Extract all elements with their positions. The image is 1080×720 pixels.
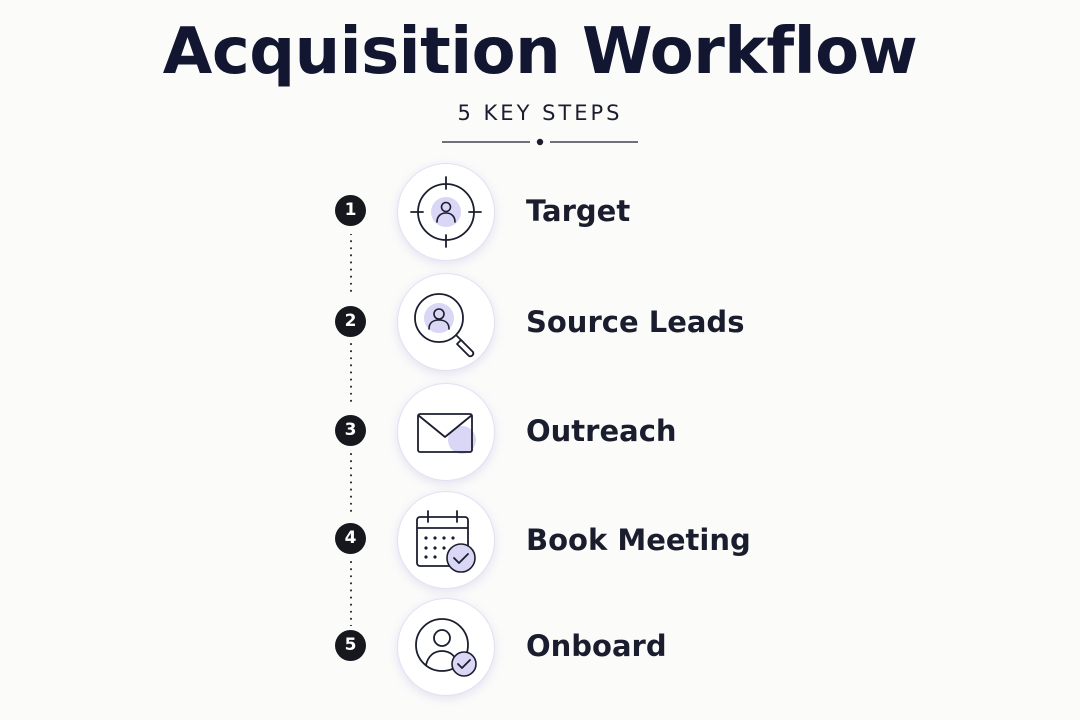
step-4: 4 Book Meeting [0, 491, 1080, 591]
title-divider [442, 138, 638, 146]
step-connector-dots [350, 234, 352, 626]
page-title: Acquisition Workflow [162, 15, 918, 89]
envelope-icon [397, 383, 495, 481]
step-number-badge: 1 [335, 195, 366, 226]
step-1: 1 Target [0, 163, 1080, 263]
step-label: Book Meeting [526, 523, 751, 557]
calendar-check-icon [397, 491, 495, 589]
step-label: Target [526, 194, 631, 228]
step-number-badge: 3 [335, 415, 366, 446]
step-label: Source Leads [526, 305, 745, 339]
step-number-badge: 4 [335, 523, 366, 554]
user-check-icon [397, 598, 495, 696]
magnifier-person-icon [397, 273, 495, 371]
step-label: Outreach [526, 414, 677, 448]
page-subtitle: 5 KEY STEPS [457, 101, 623, 125]
step-3: 3 Outreach [0, 383, 1080, 483]
step-2: 2 Source Leads [0, 273, 1080, 373]
step-5: 5 Onboard [0, 598, 1080, 698]
step-number-badge: 2 [335, 306, 366, 337]
step-label: Onboard [526, 629, 667, 663]
target-person-icon [397, 163, 495, 261]
step-number-badge: 5 [335, 630, 366, 661]
